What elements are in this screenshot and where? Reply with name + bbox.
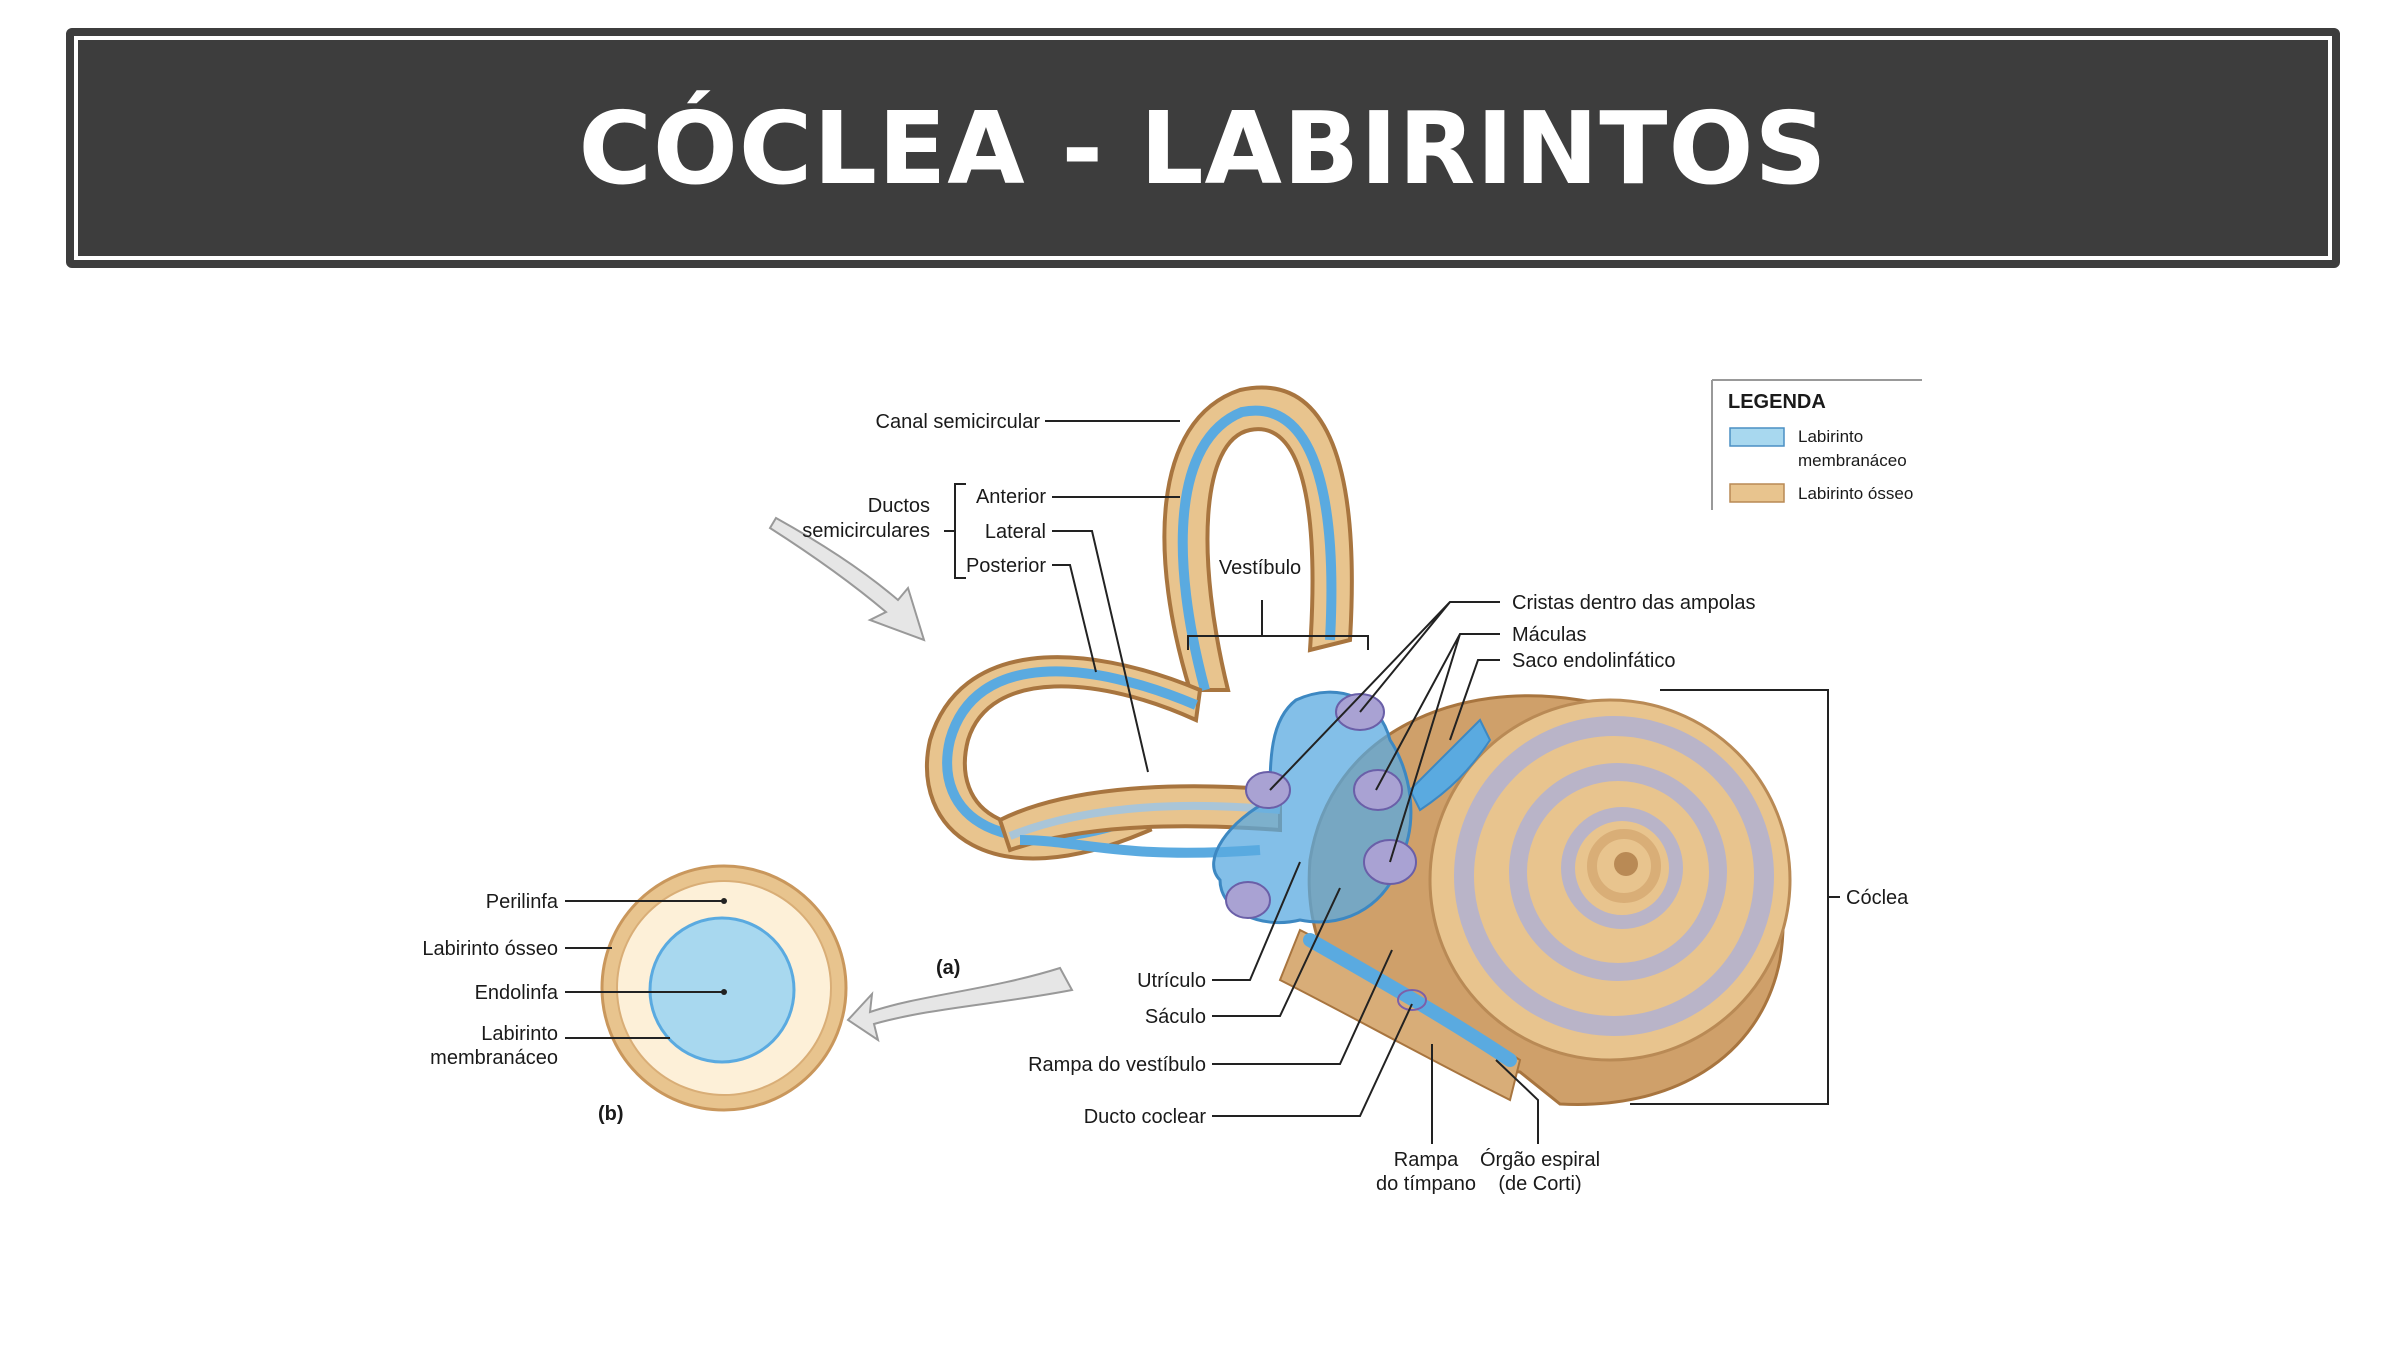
label-rampa-timpano-2: do tímpano — [1376, 1173, 1476, 1195]
label-rampa-timpano-1: Rampa — [1394, 1149, 1459, 1171]
legend-label-bone: Labirinto ósseo — [1798, 484, 1913, 503]
label-ducto-coclear: Ducto coclear — [1084, 1106, 1207, 1128]
label-cristas: Cristas dentro das ampolas — [1512, 592, 1755, 614]
legend-heading: LEGENDA — [1728, 391, 1826, 413]
label-orgao-2: (de Corti) — [1498, 1173, 1581, 1195]
vestibule-membrane — [1212, 690, 1492, 925]
label-saco: Saco endolinfático — [1512, 650, 1675, 672]
arrow-to-cross-section — [846, 966, 1074, 1043]
label-ductos-2: semicirculares — [802, 520, 930, 542]
label-lab-memb-1: Labirinto — [481, 1023, 558, 1045]
page-title: CÓCLEA - LABIRINTOS — [578, 89, 1828, 207]
label-perilinfa: Perilinfa — [486, 891, 559, 913]
legend-swatch-membrane — [1729, 427, 1785, 447]
label-anterior: Anterior — [976, 486, 1046, 508]
legend-swatch-bone — [1729, 483, 1785, 503]
label-endolinfa: Endolinfa — [475, 982, 559, 1004]
label-rampa-vestibulo: Rampa do vestíbulo — [1028, 1054, 1206, 1076]
label-labirinto-osseo: Labirinto ósseo — [422, 938, 558, 960]
title-banner: CÓCLEA - LABIRINTOS — [66, 28, 2340, 268]
legend-label-membrane-2: membranáceo — [1798, 451, 1907, 470]
label-orgao-1: Órgão espiral — [1480, 1148, 1600, 1171]
panel-a-label: (a) — [936, 957, 960, 979]
label-canal-semicircular: Canal semicircular — [876, 411, 1041, 433]
label-posterior: Posterior — [966, 555, 1046, 577]
label-utriculo: Utrículo — [1137, 970, 1206, 992]
label-lab-memb-2: membranáceo — [430, 1047, 558, 1069]
label-vestibulo: Vestíbulo — [1219, 557, 1301, 579]
labyrinth-a: Canal semicircular Ductos semicirculares… — [802, 385, 1909, 1195]
panel-b-label: (b) — [598, 1103, 624, 1125]
label-ductos-1: Ductos — [868, 495, 930, 517]
legend-label-membrane-1: Labirinto — [1798, 427, 1863, 446]
cross-section-b: Perilinfa Labirinto ósseo Endolinfa Labi… — [422, 864, 848, 1125]
label-saculo: Sáculo — [1145, 1006, 1206, 1028]
label-coclea: Cóclea — [1846, 887, 1909, 909]
label-maculas: Máculas — [1512, 624, 1586, 646]
legend: LEGENDA Labirinto membranáceo Labirinto … — [1711, 379, 1922, 510]
arrow-to-labyrinth — [768, 516, 926, 642]
label-lateral: Lateral — [985, 521, 1046, 543]
